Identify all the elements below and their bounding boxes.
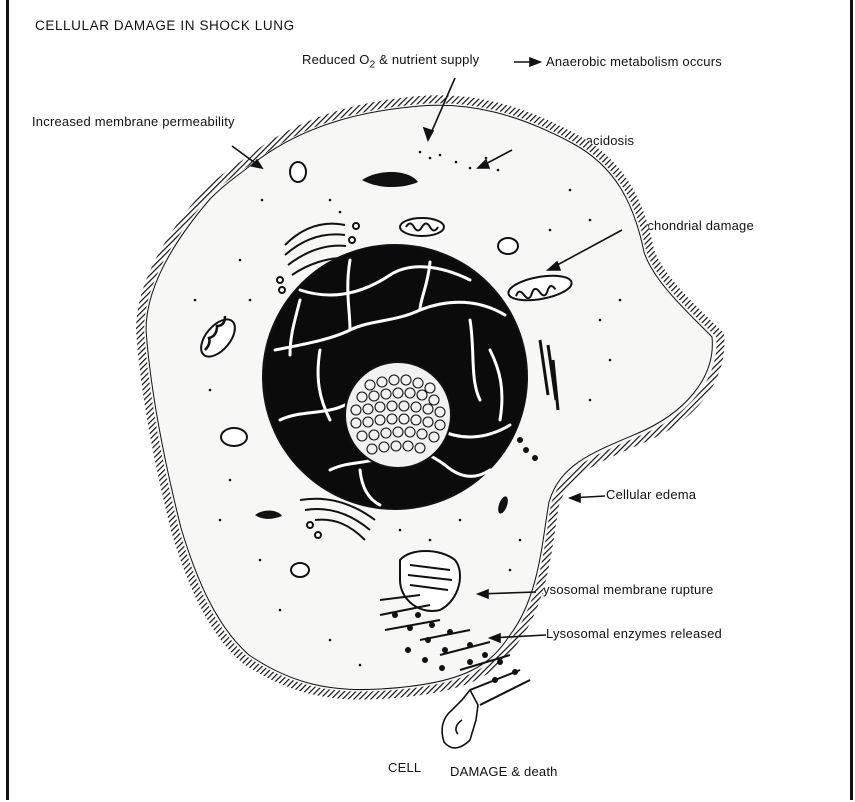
vesicle-2 [498,238,518,254]
vesicle-1 [290,162,306,182]
pointing-hand-icon [442,690,478,748]
vesicle-4 [291,563,309,577]
mitochondrion-top [400,218,444,236]
vesicle-3 [221,428,247,446]
